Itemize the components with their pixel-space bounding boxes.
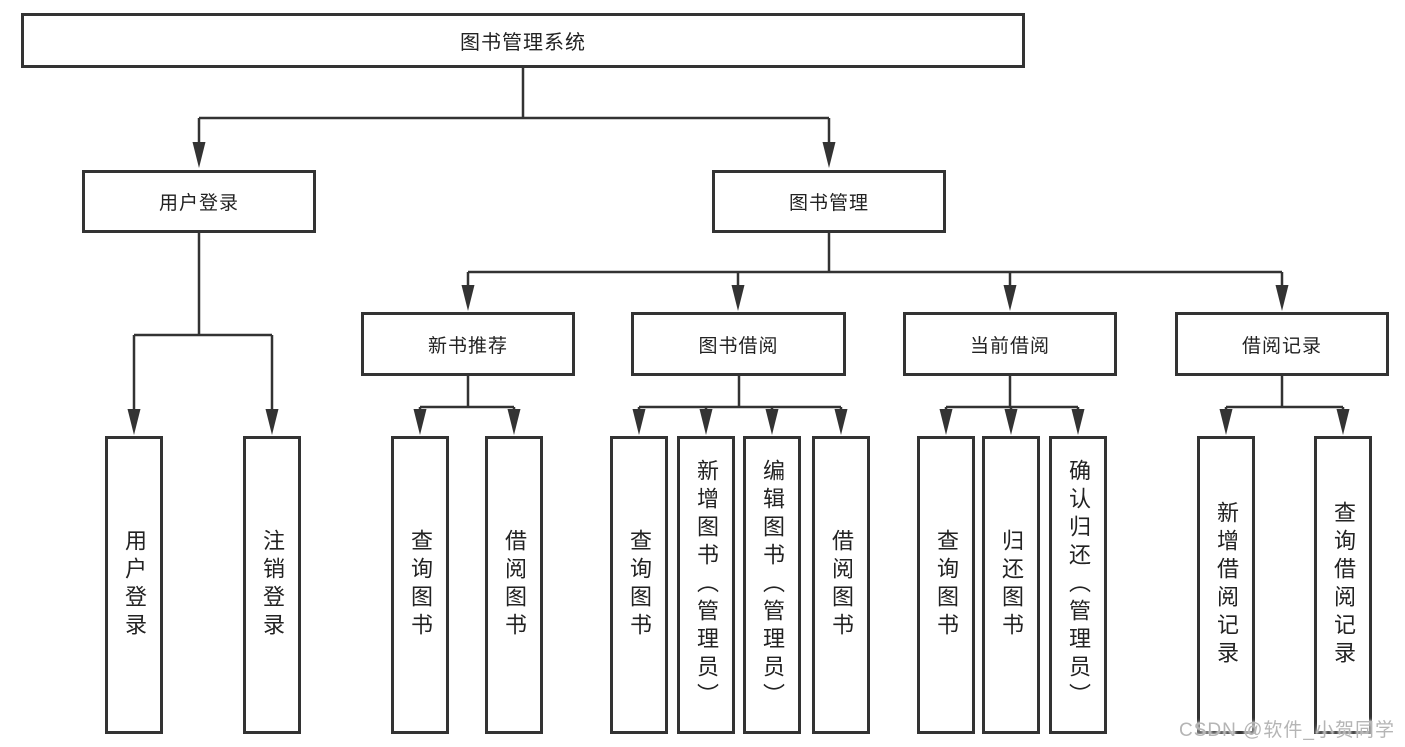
node-label: 编辑图书（管理员） [760, 459, 785, 711]
leaf-add-borrow-record: 新增借阅记录 [1197, 436, 1255, 734]
node-label: 查询图书 [627, 529, 652, 641]
node-borrowing-records: 借阅记录 [1175, 312, 1389, 376]
node-user-login: 用户登录 [82, 170, 316, 233]
node-label: 用户登录 [122, 529, 147, 641]
node-label: 借阅记录 [1241, 335, 1322, 357]
leaf-return-books: 归还图书 [982, 436, 1040, 734]
leaf-user-login: 用户登录 [105, 436, 163, 734]
node-label: 借阅图书 [502, 529, 527, 641]
node-new-book-recommendation: 新书推荐 [361, 312, 575, 376]
leaf-query-books-recommendation: 查询图书 [391, 436, 449, 734]
node-label: 新书推荐 [427, 335, 508, 357]
node-label: 图书管理系统 [460, 32, 586, 54]
node-label: 新增借阅记录 [1214, 501, 1239, 669]
node-label: 查询图书 [934, 529, 959, 641]
node-label: 图书管理 [788, 193, 869, 214]
leaf-query-books-borrowing: 查询图书 [610, 436, 668, 734]
arrowheads [127, 142, 1350, 435]
connector-paths [132, 68, 1345, 413]
node-book-management: 图书管理 [712, 170, 946, 233]
node-library-management-system: 图书管理系统 [21, 13, 1025, 68]
node-label: 用户登录 [158, 193, 239, 214]
node-current-borrowing: 当前借阅 [903, 312, 1117, 376]
leaf-edit-books-admin: 编辑图书（管理员） [743, 436, 801, 734]
node-label: 查询图书 [408, 529, 433, 641]
leaf-borrow-books: 借阅图书 [812, 436, 870, 734]
leaf-logout: 注销登录 [243, 436, 301, 734]
node-label: 新增图书（管理员） [694, 459, 719, 711]
node-label: 查询借阅记录 [1331, 501, 1356, 669]
leaf-query-books-current: 查询图书 [917, 436, 975, 734]
csdn-watermark: CSDN @软件_小贺同学 [1179, 720, 1395, 741]
node-label: 当前借阅 [969, 335, 1050, 357]
leaf-borrow-books-recommendation: 借阅图书 [485, 436, 543, 734]
leaf-confirm-return-admin: 确认归还（管理员） [1049, 436, 1107, 734]
node-book-borrowing: 图书借阅 [631, 312, 846, 376]
node-label: 借阅图书 [829, 529, 854, 641]
node-label: 注销登录 [260, 529, 285, 641]
node-label: 归还图书 [999, 529, 1024, 641]
leaf-query-borrow-record: 查询借阅记录 [1314, 436, 1372, 734]
node-label: 图书借阅 [698, 335, 779, 357]
node-label: 确认归还（管理员） [1066, 459, 1091, 711]
leaf-add-books-admin: 新增图书（管理员） [677, 436, 735, 734]
